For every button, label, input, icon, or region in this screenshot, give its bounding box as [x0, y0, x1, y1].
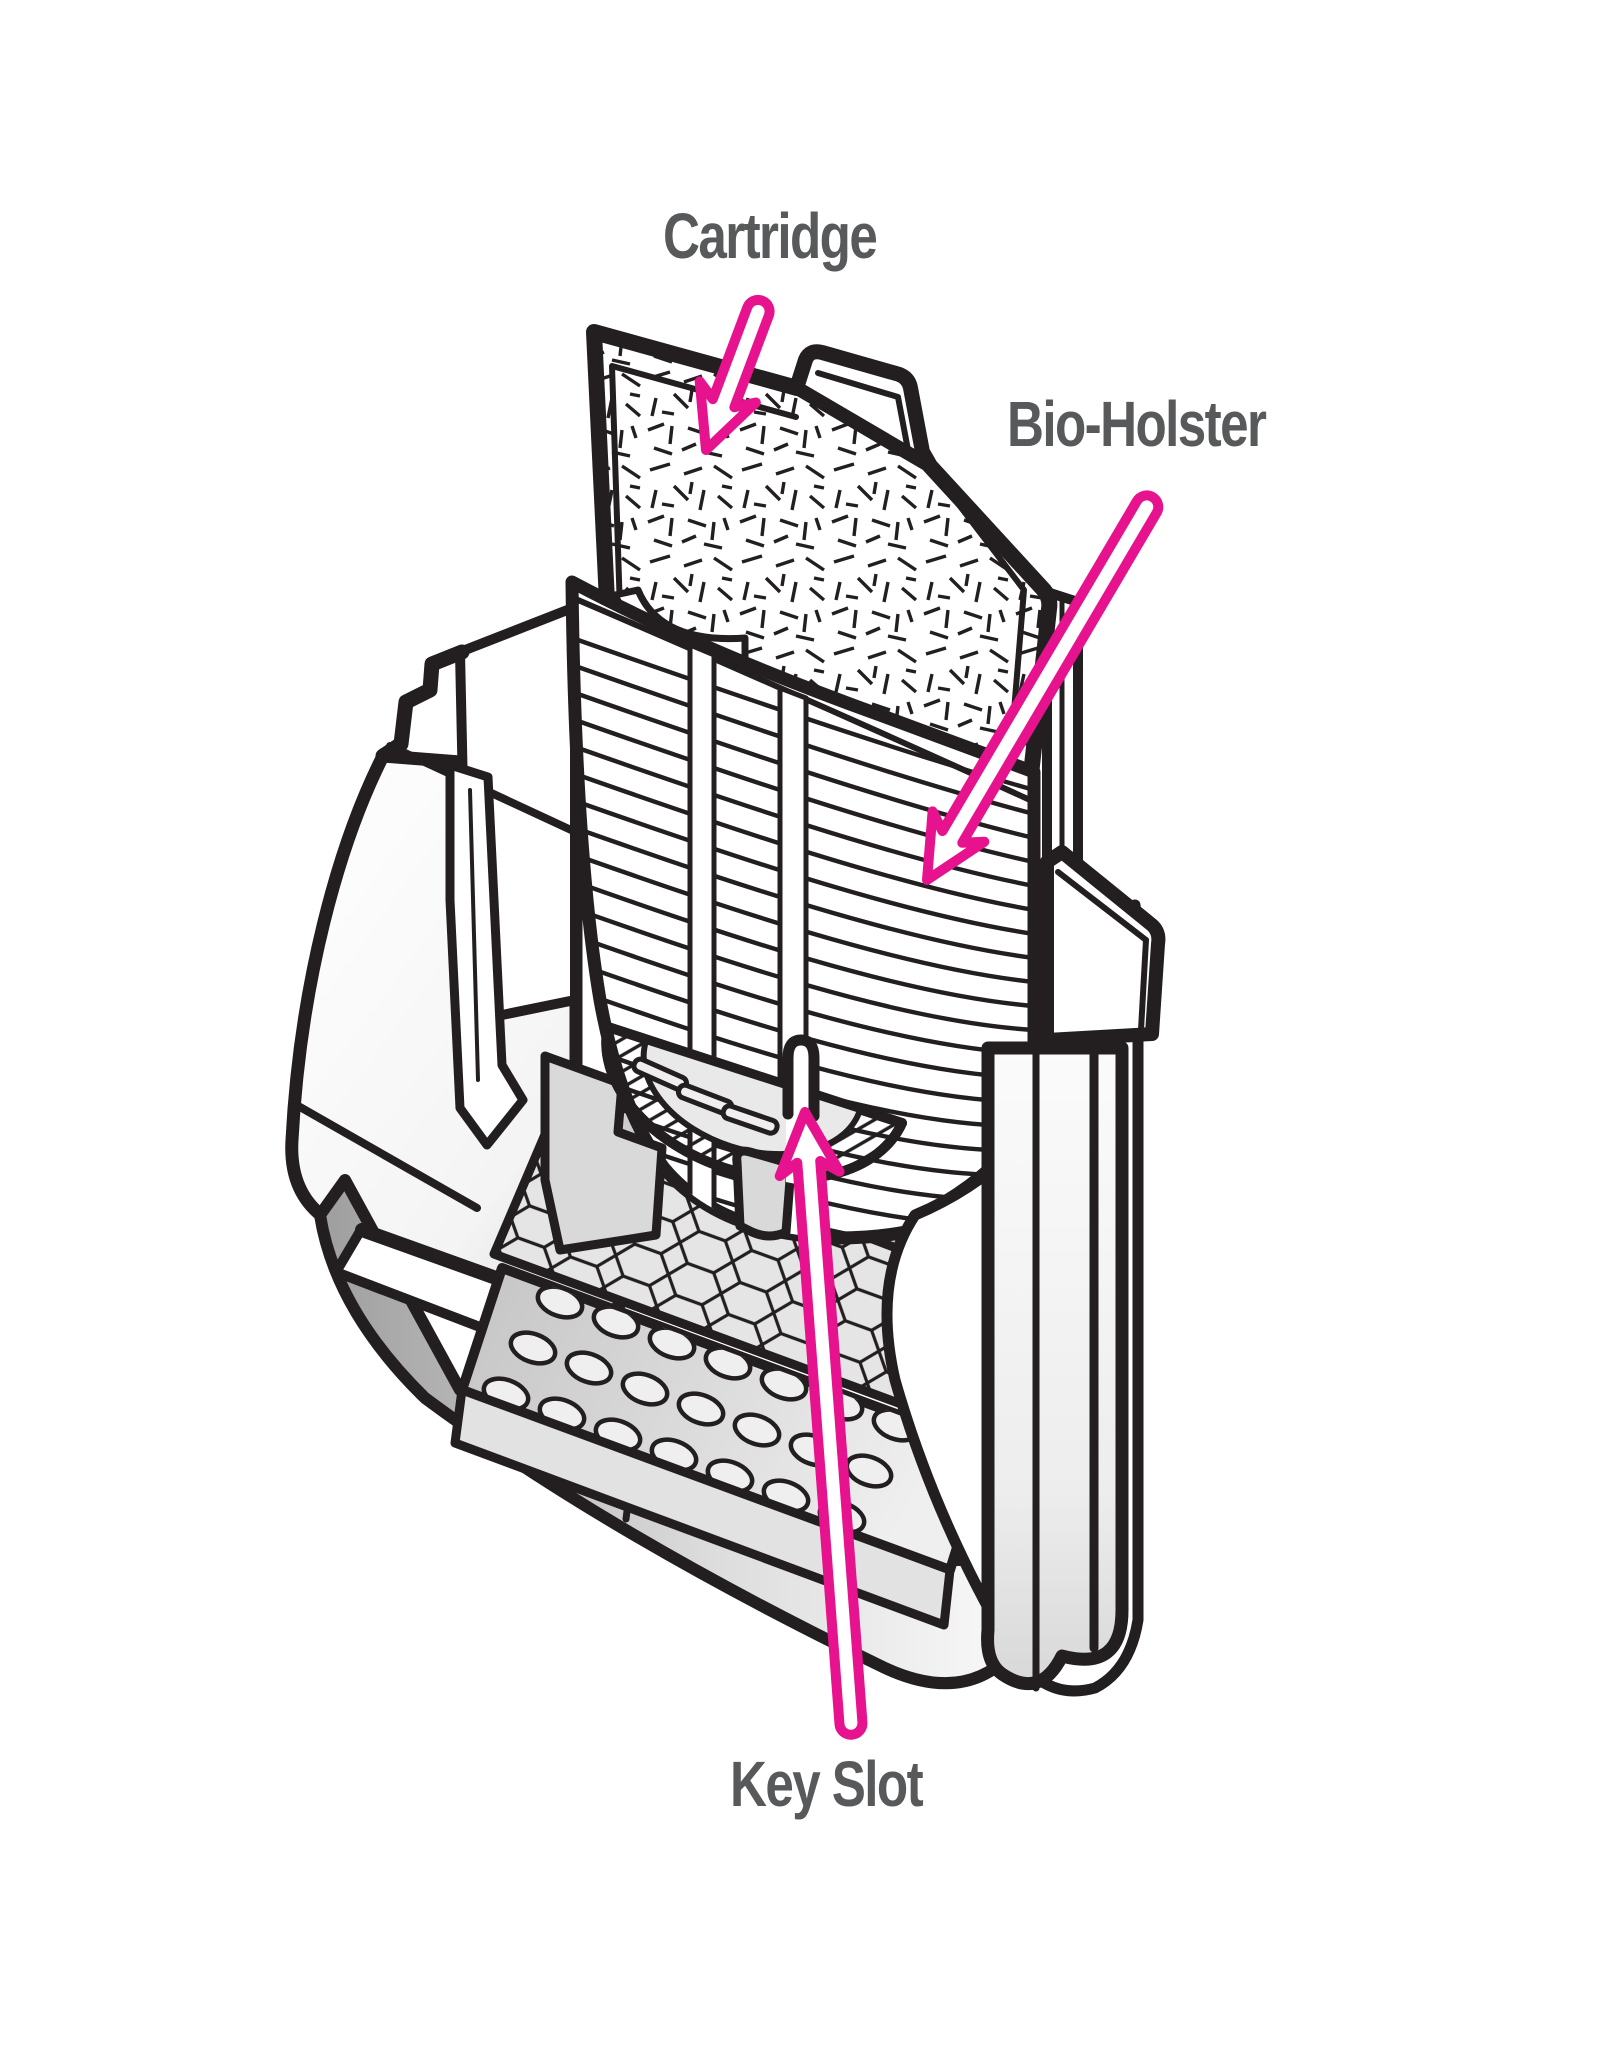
bio-holster-arrow [922, 490, 1164, 885]
cartridge-label: Cartridge [663, 200, 878, 272]
key-slot-arrow [774, 1107, 868, 1740]
intake-lever [445, 760, 528, 1150]
side-panels [981, 1041, 1129, 1692]
bio-holster-label: Bio-Holster [1007, 388, 1267, 460]
key-slot-label: Key Slot [730, 1748, 924, 1820]
cartridge-latch-tab [790, 345, 937, 473]
filter-housing [285, 587, 1083, 1345]
key-slot [782, 1034, 820, 1122]
cartridge-arrow [694, 294, 775, 455]
hang-on-bracket [1040, 845, 1166, 1047]
